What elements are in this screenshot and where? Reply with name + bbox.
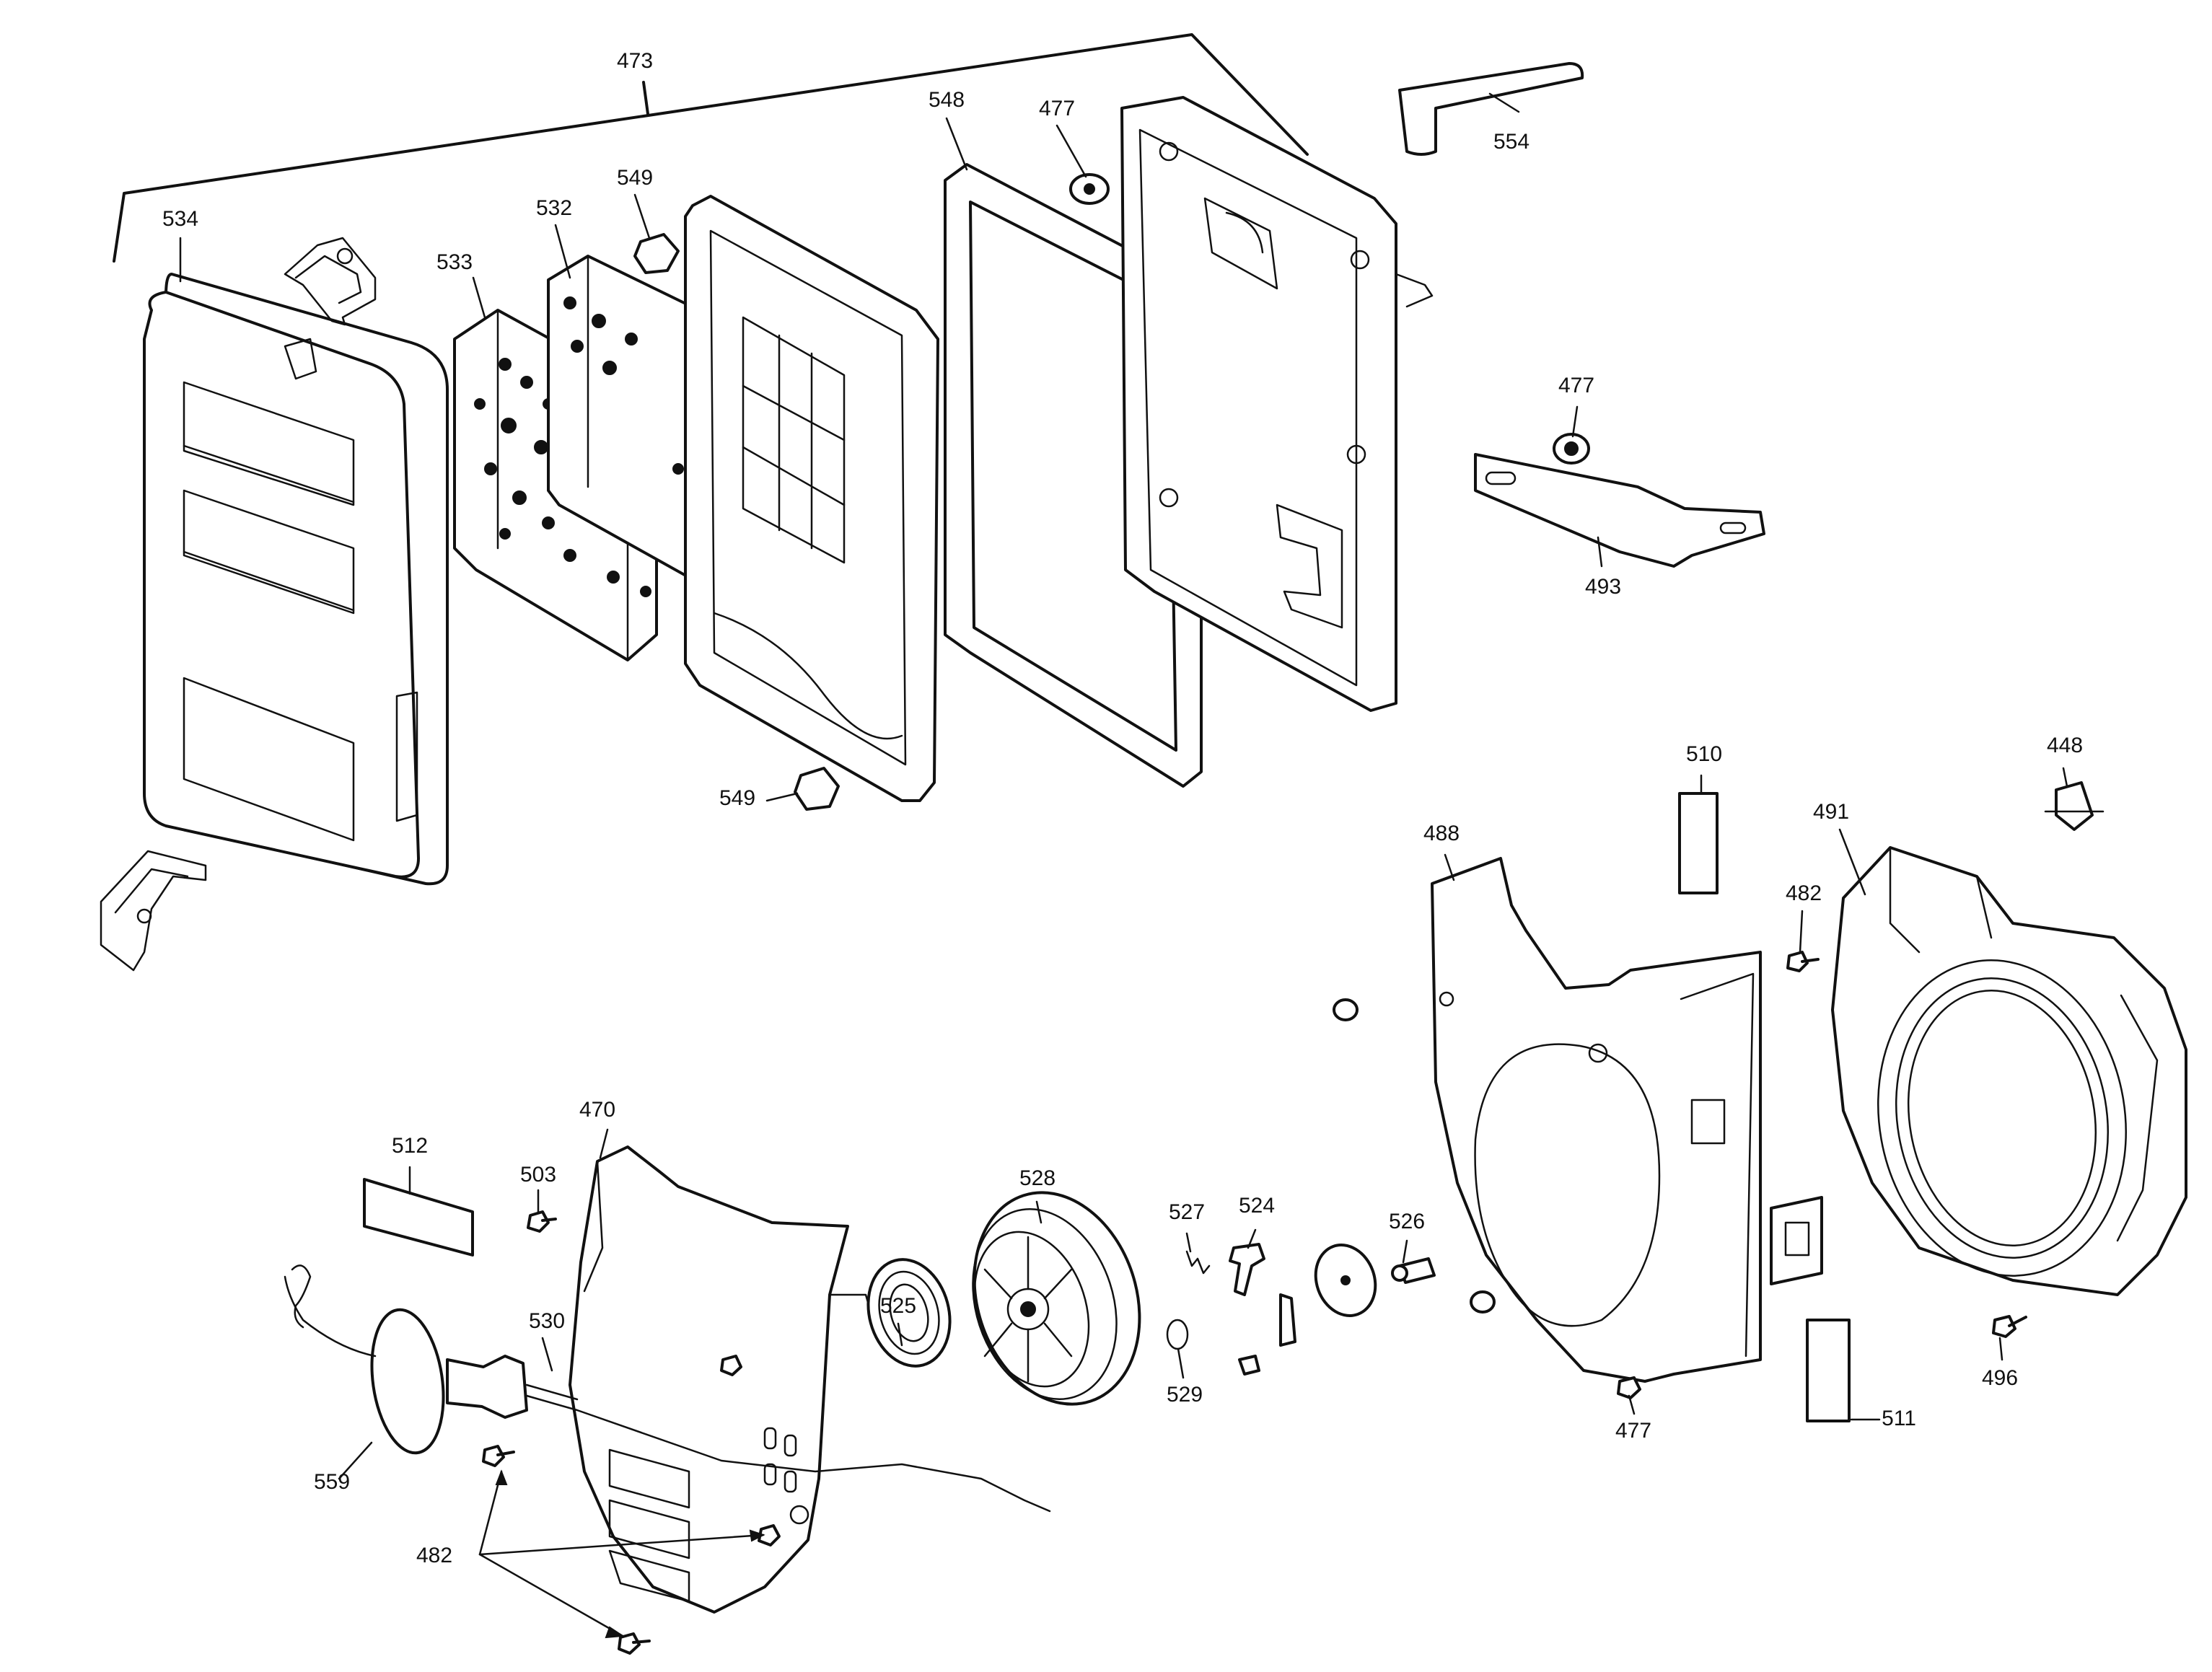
callout-477-bracket: 477	[1558, 374, 1594, 397]
callout-559: 559	[314, 1470, 350, 1494]
callout-496: 496	[1982, 1366, 2018, 1390]
bolt-549-upper	[633, 233, 680, 274]
callout-473: 473	[617, 49, 653, 73]
clip-448-part	[2044, 781, 2105, 831]
fan-shroud-part	[1431, 857, 1762, 1383]
callout-512: 512	[392, 1134, 428, 1158]
callout-549-lower: 549	[719, 786, 755, 810]
callout-524: 524	[1239, 1194, 1275, 1218]
callout-482-upper: 482	[1786, 881, 1822, 905]
callout-529: 529	[1167, 1383, 1203, 1407]
recoil-cover-part	[569, 1145, 874, 1614]
bolt-482-lower-3	[618, 1632, 651, 1655]
callout-470: 470	[579, 1098, 615, 1122]
bolt-482-upper	[1786, 951, 1820, 972]
callout-530: 530	[529, 1309, 565, 1333]
wire-clip-upper	[284, 237, 377, 326]
breather-tube-part	[1398, 62, 1584, 156]
recoil-spring-part	[866, 1258, 952, 1368]
bolt-496	[1992, 1315, 2027, 1338]
blower-housing-part	[1831, 846, 2187, 1296]
assembly-bracket-473	[113, 33, 1309, 263]
bolt-cover-1	[720, 1355, 742, 1376]
decal-510	[1678, 792, 1719, 894]
callout-549-upper: 549	[617, 166, 653, 190]
callout-477-upper: 477	[1039, 97, 1075, 120]
callout-labels: 473 534 533 532 549 548 477 554 477 493 …	[162, 49, 2083, 1567]
bracket-part	[1474, 453, 1765, 568]
spring-527-part	[1185, 1250, 1211, 1275]
recoil-pulley-part	[972, 1191, 1141, 1406]
callout-525: 525	[880, 1294, 916, 1318]
ratchet-524-part	[1229, 1243, 1296, 1376]
decal-512	[363, 1178, 474, 1257]
callout-477-shroud: 477	[1615, 1419, 1651, 1443]
callout-528: 528	[1019, 1166, 1055, 1190]
callout-532: 532	[536, 196, 572, 220]
filter-base-part	[684, 195, 939, 802]
starter-handle-part	[284, 1264, 528, 1455]
callout-448: 448	[2047, 734, 2083, 757]
washer-529-part	[1166, 1319, 1189, 1350]
nut-left-2	[1470, 1290, 1496, 1314]
air-cleaner-cover-part	[143, 273, 449, 886]
pin-526-part	[1391, 1257, 1436, 1284]
filter-case-part	[1120, 96, 1434, 712]
callout-491: 491	[1813, 800, 1849, 824]
leader-lines	[179, 92, 2068, 1639]
callout-503: 503	[520, 1163, 556, 1187]
nut-477-shroud	[1617, 1376, 1641, 1399]
friction-plate-part	[1314, 1244, 1377, 1317]
bolt-549-lower	[794, 767, 840, 811]
nut-477-upper	[1069, 173, 1110, 205]
starter-rope-part	[525, 1383, 1051, 1513]
callout-527: 527	[1169, 1200, 1205, 1224]
switch-part	[1770, 1196, 1823, 1285]
callout-534: 534	[162, 207, 198, 231]
callout-488: 488	[1423, 822, 1460, 845]
nut-left-1	[1333, 998, 1359, 1021]
nut-477-bracket	[1553, 433, 1590, 465]
wire-clip-lower	[100, 850, 207, 972]
callout-533: 533	[436, 250, 473, 274]
bolt-503-part	[527, 1210, 557, 1233]
callout-511: 511	[1882, 1407, 1916, 1430]
callout-554: 554	[1493, 130, 1529, 154]
callout-493: 493	[1585, 575, 1621, 599]
bolt-482-lower-1	[482, 1445, 515, 1467]
callout-526: 526	[1389, 1210, 1425, 1233]
callout-482-lower: 482	[416, 1544, 452, 1567]
callout-548: 548	[929, 88, 965, 112]
callout-510: 510	[1686, 742, 1722, 766]
decal-511	[1806, 1319, 1851, 1422]
bolt-482-lower-2	[758, 1524, 781, 1546]
